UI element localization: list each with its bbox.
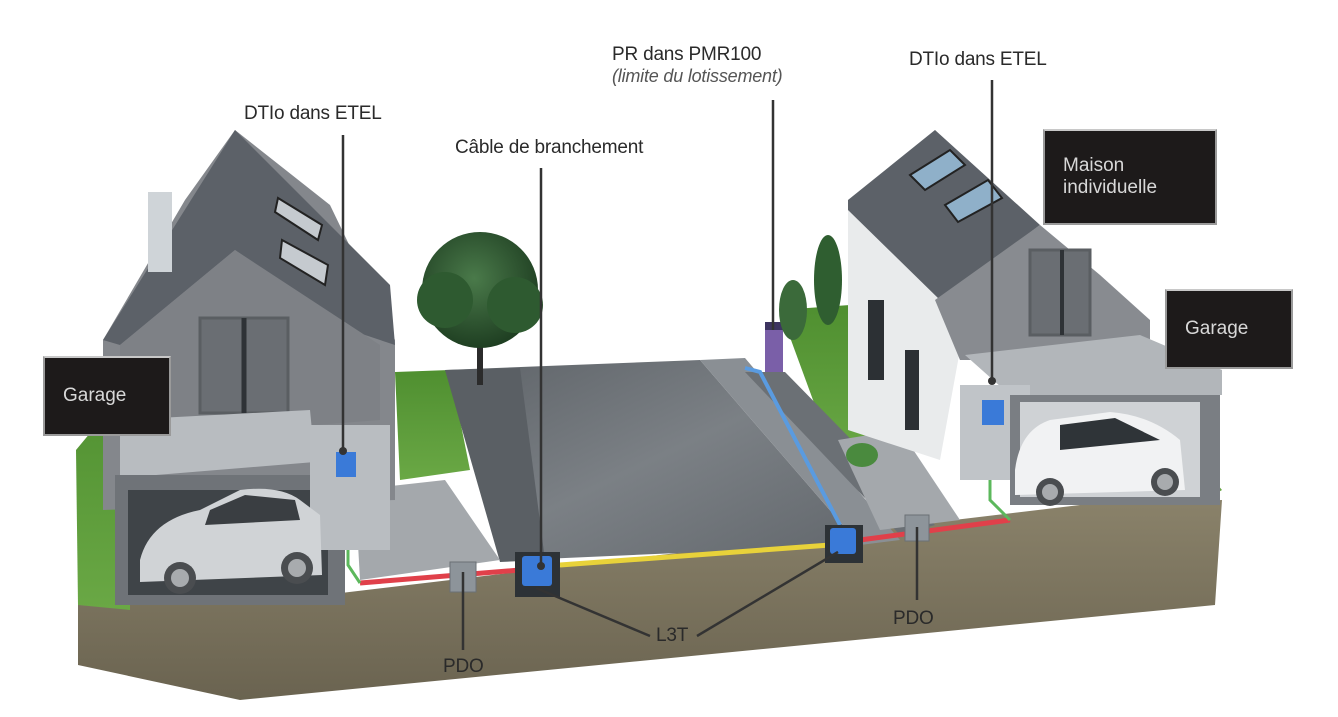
red-cable-right bbox=[859, 517, 1011, 543]
right-car bbox=[1015, 412, 1185, 506]
tag-garage-right: Garage bbox=[1165, 289, 1293, 369]
tree bbox=[417, 232, 543, 385]
yellow-cable bbox=[559, 542, 831, 568]
leader-l3t-right bbox=[696, 550, 839, 638]
left-yard-grass bbox=[395, 370, 470, 480]
label-pdo-right: PDO bbox=[893, 608, 934, 629]
shrubs-right bbox=[779, 235, 878, 467]
leader-lines bbox=[339, 80, 996, 650]
label-l3t: L3T bbox=[656, 625, 689, 646]
label-dtio-left: DTIo dans ETEL bbox=[244, 103, 382, 124]
blue-duct bbox=[744, 366, 842, 526]
tag-garage-left: Garage bbox=[43, 356, 171, 436]
label-cable-branchement: Câble de branchement bbox=[455, 137, 644, 158]
tag-maison-individuelle: Maison individuelle bbox=[1043, 129, 1217, 225]
l3t-chamber-right bbox=[825, 525, 863, 563]
leader-l3t-left bbox=[535, 586, 651, 638]
ground-soil bbox=[78, 500, 1222, 700]
label-pdo-left: PDO bbox=[443, 656, 484, 677]
label-pr-pmr100: PR dans PMR100 (limite du lotissement) bbox=[612, 44, 783, 87]
label-pr-subtitle: (limite du lotissement) bbox=[612, 66, 783, 86]
label-pr-title: PR dans PMR100 bbox=[612, 44, 762, 65]
left-car bbox=[140, 488, 322, 594]
label-dtio-right: DTIo dans ETEL bbox=[909, 49, 1047, 70]
red-cable-left bbox=[359, 567, 521, 586]
l3t-chamber-left bbox=[515, 552, 560, 597]
